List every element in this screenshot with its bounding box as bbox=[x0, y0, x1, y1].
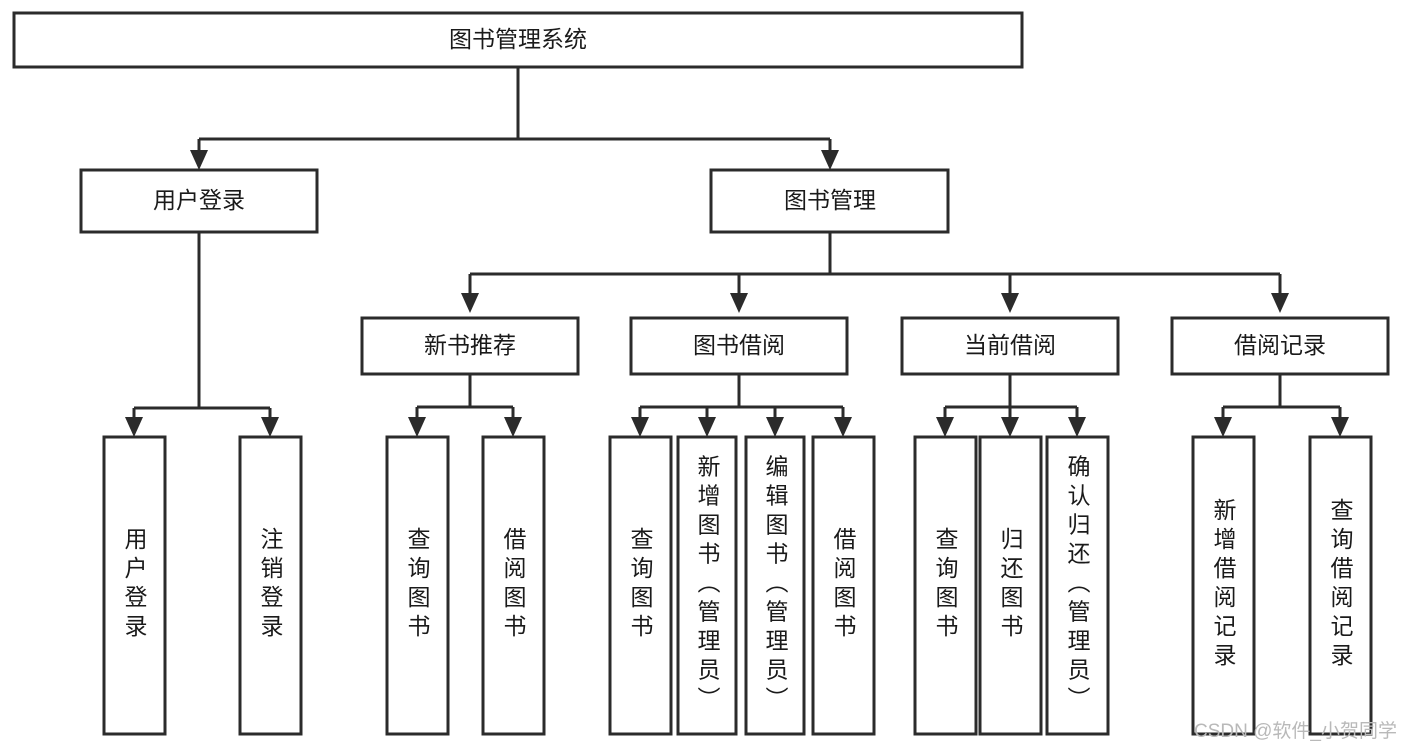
node-leaf-confirm-return[interactable]: 确认归还（管理员） bbox=[1045, 435, 1110, 736]
node-book-borrow[interactable]: 图书借阅 bbox=[629, 316, 849, 376]
node-label: 借阅记录 bbox=[1234, 332, 1326, 358]
node-leaf-query-book-3[interactable]: 查询图书 bbox=[913, 435, 978, 736]
node-label: 查询借阅记录 bbox=[1327, 498, 1354, 672]
node-label: 借阅图书 bbox=[830, 527, 857, 643]
node-box[interactable] bbox=[102, 435, 167, 736]
arrow-head-leaf-confirm-return bbox=[1068, 417, 1086, 437]
node-label: 确认归还（管理员） bbox=[1064, 455, 1091, 716]
node-box[interactable] bbox=[12, 11, 1024, 69]
node-label: 查询图书 bbox=[404, 527, 431, 643]
arrow-head-leaf-borrow-book-2 bbox=[834, 417, 852, 437]
connector-new-book-recommend-to-leaves bbox=[408, 374, 522, 437]
connector-user-login-to-leaves bbox=[125, 232, 279, 437]
node-new-book-recommend[interactable]: 新书推荐 bbox=[360, 316, 580, 376]
node-label: 新增借阅记录 bbox=[1210, 498, 1237, 672]
node-book-management[interactable]: 图书管理 bbox=[709, 168, 950, 234]
node-leaf-add-record[interactable]: 新增借阅记录 bbox=[1191, 435, 1256, 736]
node-label: 用户登录 bbox=[121, 527, 148, 643]
node-label: 查询图书 bbox=[627, 527, 654, 643]
node-box[interactable] bbox=[1191, 435, 1256, 736]
node-leaf-user-logout[interactable]: 注销登录 bbox=[238, 435, 303, 736]
node-label: 图书管理系统 bbox=[449, 26, 587, 52]
arrow-head-leaf-add-book bbox=[698, 417, 716, 437]
arrow-head-leaf-edit-book bbox=[766, 417, 784, 437]
node-label: 借阅图书 bbox=[500, 527, 527, 643]
connector-book-management-to-level3 bbox=[461, 232, 1289, 313]
arrow-head-book-borrow bbox=[730, 293, 748, 313]
node-box[interactable] bbox=[481, 435, 546, 736]
connector-root-to-level2 bbox=[190, 67, 839, 170]
arrow-head-leaf-query-book-2 bbox=[631, 417, 649, 437]
node-leaf-borrow-book-2[interactable]: 借阅图书 bbox=[811, 435, 876, 736]
node-leaf-return-book[interactable]: 归还图书 bbox=[978, 435, 1043, 736]
node-label: 归还图书 bbox=[997, 527, 1024, 643]
node-label: 注销登录 bbox=[257, 527, 284, 643]
connector-borrow-record-to-leaves bbox=[1214, 374, 1349, 437]
node-box[interactable] bbox=[811, 435, 876, 736]
node-label: 图书借阅 bbox=[693, 332, 785, 358]
arrow-head-leaf-borrow-book-1 bbox=[504, 417, 522, 437]
node-leaf-add-book[interactable]: 新增图书（管理员） bbox=[676, 435, 738, 736]
node-root[interactable]: 图书管理系统 bbox=[12, 11, 1024, 69]
arrow-head-leaf-user-logout bbox=[261, 417, 279, 437]
node-current-borrow[interactable]: 当前借阅 bbox=[900, 316, 1120, 376]
node-box[interactable] bbox=[709, 168, 950, 234]
connector-book-borrow-to-leaves bbox=[631, 374, 852, 437]
arrow-head-leaf-query-record bbox=[1331, 417, 1349, 437]
node-box[interactable] bbox=[385, 435, 450, 736]
node-leaf-user-login[interactable]: 用户登录 bbox=[102, 435, 167, 736]
arrow-head-leaf-query-book-1 bbox=[408, 417, 426, 437]
node-user-login[interactable]: 用户登录 bbox=[79, 168, 319, 234]
arrow-head-leaf-add-record bbox=[1214, 417, 1232, 437]
node-box[interactable] bbox=[913, 435, 978, 736]
node-label: 查询图书 bbox=[932, 527, 959, 643]
arrow-head-leaf-return-book bbox=[1001, 417, 1019, 437]
node-leaf-query-book-1[interactable]: 查询图书 bbox=[385, 435, 450, 736]
node-leaf-borrow-book-1[interactable]: 借阅图书 bbox=[481, 435, 546, 736]
node-box[interactable] bbox=[238, 435, 303, 736]
node-label: 图书管理 bbox=[784, 187, 876, 213]
node-box[interactable] bbox=[1045, 435, 1110, 736]
node-label: 新书推荐 bbox=[424, 332, 516, 358]
node-box[interactable] bbox=[744, 435, 806, 736]
node-label: 用户登录 bbox=[153, 187, 245, 213]
node-box[interactable] bbox=[978, 435, 1043, 736]
arrow-head-borrow-record bbox=[1271, 293, 1289, 313]
node-box[interactable] bbox=[608, 435, 673, 736]
node-box[interactable] bbox=[79, 168, 319, 234]
node-borrow-record[interactable]: 借阅记录 bbox=[1170, 316, 1390, 376]
arrow-head-user-login bbox=[190, 150, 208, 170]
node-label: 编辑图书（管理员） bbox=[762, 455, 789, 716]
arrow-head-new-book-recommend bbox=[461, 293, 479, 313]
arrow-head-leaf-user-login bbox=[125, 417, 143, 437]
node-box[interactable] bbox=[676, 435, 738, 736]
node-box[interactable] bbox=[360, 316, 580, 376]
arrow-head-leaf-query-book-3 bbox=[936, 417, 954, 437]
node-leaf-query-record[interactable]: 查询借阅记录 bbox=[1308, 435, 1373, 736]
node-box[interactable] bbox=[1308, 435, 1373, 736]
csdn-watermark: CSDN @软件_小贺同学 bbox=[1194, 721, 1397, 742]
node-box[interactable] bbox=[900, 316, 1120, 376]
connector-current-borrow-to-leaves bbox=[936, 374, 1086, 437]
node-box[interactable] bbox=[1170, 316, 1390, 376]
arrow-head-book-management bbox=[821, 150, 839, 170]
arrow-head-current-borrow bbox=[1001, 293, 1019, 313]
node-box[interactable] bbox=[629, 316, 849, 376]
node-leaf-query-book-2[interactable]: 查询图书 bbox=[608, 435, 673, 736]
node-label: 当前借阅 bbox=[964, 332, 1056, 358]
node-leaf-edit-book[interactable]: 编辑图书（管理员） bbox=[744, 435, 806, 736]
node-label: 新增图书（管理员） bbox=[694, 455, 721, 716]
